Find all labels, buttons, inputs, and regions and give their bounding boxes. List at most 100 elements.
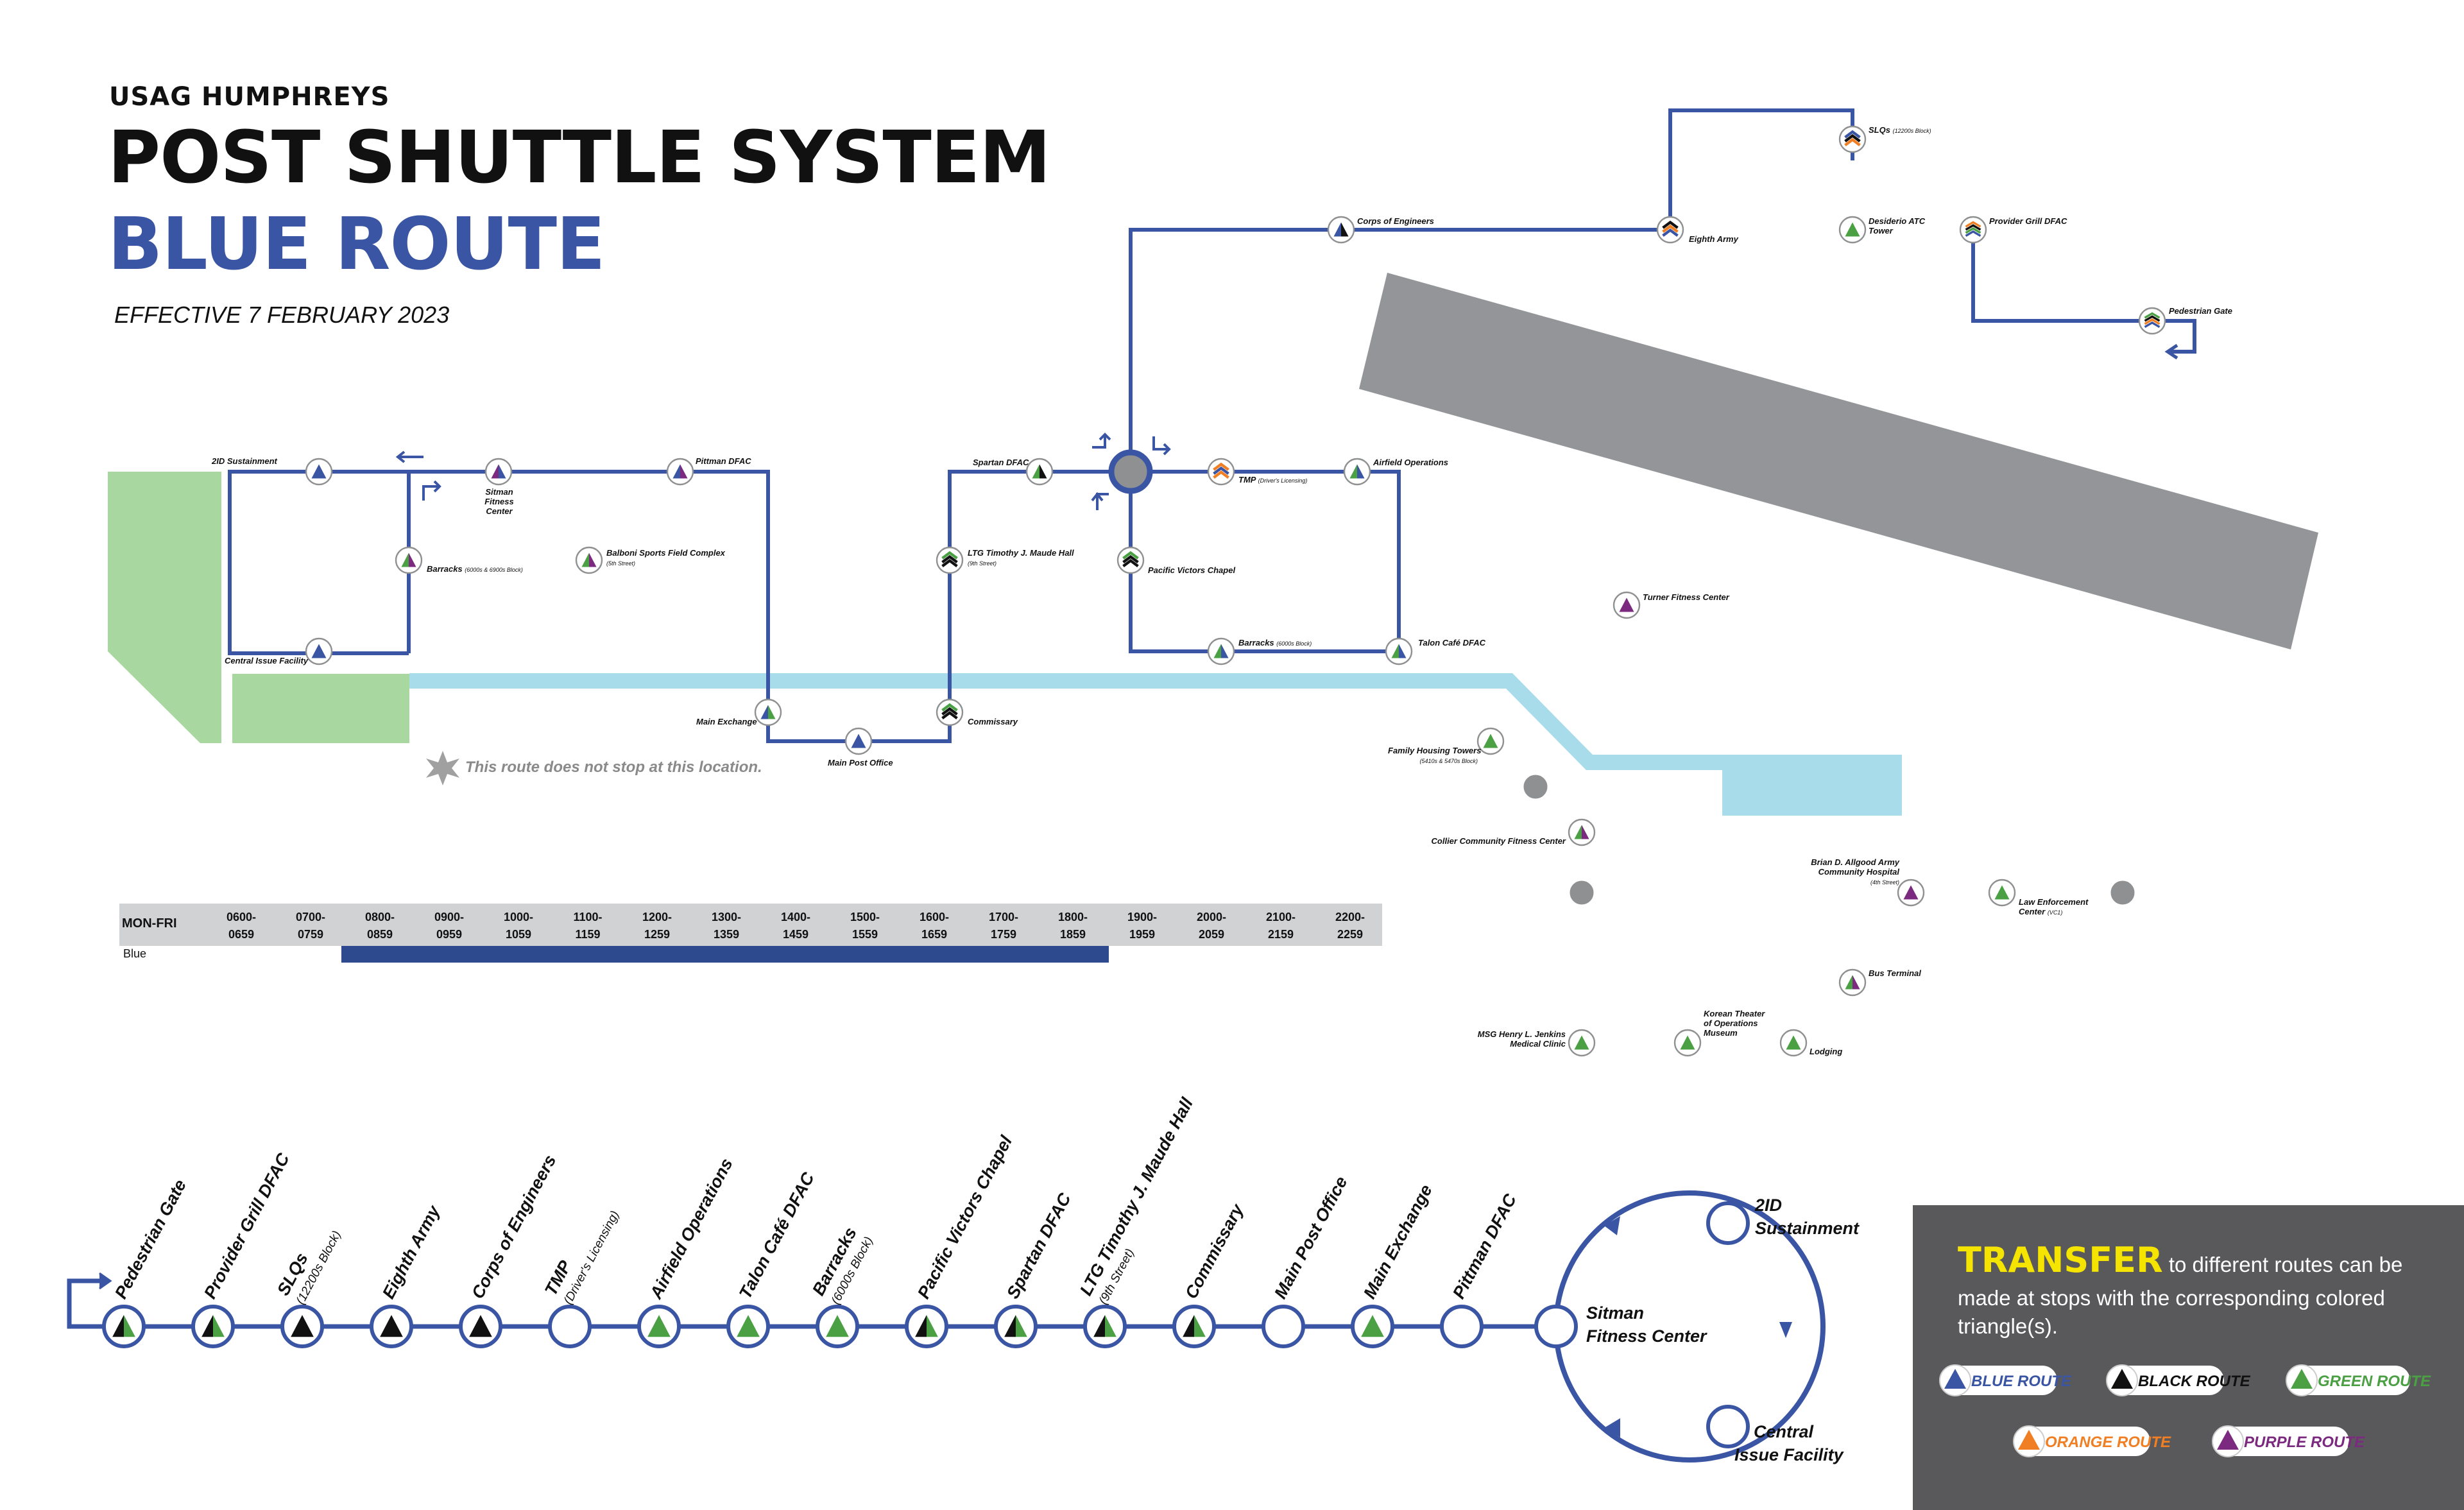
stop-ltg-maude <box>936 546 964 574</box>
stop-provider <box>1959 216 1987 244</box>
runway <box>1359 273 2318 649</box>
stop-airfield-ops <box>1343 458 1371 486</box>
map-label-main-post-office: Main Post Office <box>828 758 893 768</box>
legend-label: BLUE ROUTE <box>1971 1373 2071 1390</box>
legend-marker-icon <box>2286 1364 2318 1396</box>
route-stop-8 <box>816 1305 859 1348</box>
route-stop-11 <box>1083 1305 1127 1348</box>
map-label-ktom: Korean Theater of Operations Museum <box>1704 1009 1765 1038</box>
map-label-pittman: Pittman DFAC <box>696 456 751 466</box>
waterway <box>409 673 1902 770</box>
map-label-slqs: SLQs (12200s Block) <box>1869 125 1931 135</box>
schedule-slot: 2200-2259 <box>1335 911 1365 941</box>
legend-item: BLACK ROUTE <box>2106 1364 2250 1396</box>
schedule-slot: 0800-0859 <box>364 911 395 941</box>
legend-label: GREEN ROUTE <box>2318 1373 2431 1390</box>
stop-sitman <box>484 458 513 486</box>
map-label-corps: Corps of Engineers <box>1357 216 1434 226</box>
route-stop-6 <box>637 1305 681 1348</box>
stop-eighth-army <box>1656 216 1684 244</box>
route-line-start-hook <box>67 1278 124 1329</box>
map-label-turner: Turner Fitness Center <box>1643 592 1729 602</box>
map-label-tmp: TMP (Driver's Licensing) <box>1238 475 1308 485</box>
map-label-commissary: Commissary <box>968 717 1018 726</box>
schedule-slot: 2000-2059 <box>1196 911 1227 941</box>
legend-marker-icon <box>1939 1364 1971 1396</box>
route-stop-5 <box>548 1305 592 1348</box>
stop-turner <box>1613 591 1641 619</box>
map-label-lodging: Lodging <box>1810 1047 1843 1056</box>
map-label-2id-sustainment: 2ID Sustainment <box>212 456 277 466</box>
legend-marker-icon <box>2106 1364 2138 1396</box>
map-label-pedestrian-gate: Pedestrian Gate <box>2169 306 2232 316</box>
stop-2id-sustainment <box>305 458 333 486</box>
legend-item: ORANGE ROUTE <box>2013 1425 2171 1457</box>
park-area-west <box>108 472 221 743</box>
stop-cif <box>305 637 333 665</box>
stop-main-exchange <box>754 698 782 726</box>
map-label-pacific-victors: Pacific Victors Chapel <box>1148 565 1236 575</box>
stop-hospital <box>1897 879 1925 907</box>
stop-lodging <box>1779 1029 1808 1057</box>
stop-collier <box>1568 818 1596 846</box>
legend-marker-icon <box>2013 1425 2045 1457</box>
route-title: BLUE ROUTE <box>108 203 605 286</box>
stop-pacific-victors <box>1116 546 1145 574</box>
schedule-slot: 1300-1359 <box>711 911 742 941</box>
map-label-hospital: Brian D. Allgood Army Community Hospital… <box>1811 857 1899 886</box>
stop-main-post-office <box>844 727 873 755</box>
map-label-law-enforcement: Law Enforcement Center (VC1) <box>2019 897 2089 916</box>
transfer-text: TRANSFER to different routes can be made… <box>1958 1240 2403 1339</box>
schedule-slot: 2100-2159 <box>1265 911 1296 941</box>
map-label-cif: Central Issue Facility <box>225 656 309 665</box>
transfer-legend: TRANSFER to different routes can be made… <box>1913 1205 2464 1510</box>
map-label-desiderio: Desiderio ATC Tower <box>1869 216 1926 236</box>
schedule-slot: 1100-1159 <box>573 911 603 941</box>
stop-desiderio <box>1838 216 1867 244</box>
stop-ktom <box>1673 1029 1702 1057</box>
schedule-day-label: MON-FRI <box>122 916 177 931</box>
stop-law-enforcement <box>1988 879 2016 907</box>
stop-spartan <box>1025 458 1054 486</box>
page-title: POST SHUTTLE SYSTEM <box>108 116 1051 200</box>
stop-pittman <box>666 458 694 486</box>
legend-label: BLACK ROUTE <box>2138 1373 2250 1390</box>
route-stop-13 <box>1262 1305 1305 1348</box>
stop-tmp <box>1207 458 1235 486</box>
map-label-airfield-ops: Airfield Operations <box>1373 458 1449 467</box>
stop-family-housing <box>1476 727 1505 755</box>
legend-marker-icon <box>2212 1425 2244 1457</box>
note-star-icon <box>426 751 459 785</box>
stop-jenkins <box>1568 1029 1596 1057</box>
route-stop-12 <box>1172 1305 1216 1348</box>
direction-arrows <box>395 433 1171 510</box>
route-stop-15 <box>1440 1305 1484 1348</box>
route-segment-northeast <box>1970 228 2196 354</box>
stop-pedestrian-gate <box>2138 307 2166 335</box>
route-segment-north <box>1129 108 1854 472</box>
legend-item: GREEN ROUTE <box>2286 1364 2431 1396</box>
route-stop-1 <box>191 1305 235 1348</box>
route-stop-9 <box>905 1305 948 1348</box>
installation-name: USAG HUMPHREYS <box>109 82 390 112</box>
route-segment-west-loop <box>228 470 1133 743</box>
schedule-slot: 1000-1059 <box>503 911 534 941</box>
map-label-eighth-army: Eighth Army <box>1689 234 1738 244</box>
map-label-balboni: Balboni Sports Field Complex(5th Street) <box>606 548 725 567</box>
map-label-provider: Provider Grill DFAC <box>1989 216 2067 226</box>
schedule-slot: 1600-1659 <box>919 911 950 941</box>
schedule-slot: 1400-1459 <box>780 911 811 941</box>
map-label-spartan: Spartan DFAC <box>973 458 1029 467</box>
stop-bus-terminal <box>1838 968 1867 997</box>
stop-talon <box>1385 637 1413 665</box>
park-area-south <box>232 674 409 743</box>
schedule-slot: 1700-1759 <box>988 911 1019 941</box>
loop-stop-2id <box>1706 1201 1750 1245</box>
route-segment-east-loop <box>1129 470 1401 653</box>
map-label-jenkins: MSG Henry L. Jenkins Medical Clinic <box>1477 1029 1566 1049</box>
legend-item: PURPLE ROUTE <box>2212 1425 2365 1457</box>
stop-slqs <box>1838 125 1867 153</box>
schedule-slot: 1200-1259 <box>642 911 672 941</box>
